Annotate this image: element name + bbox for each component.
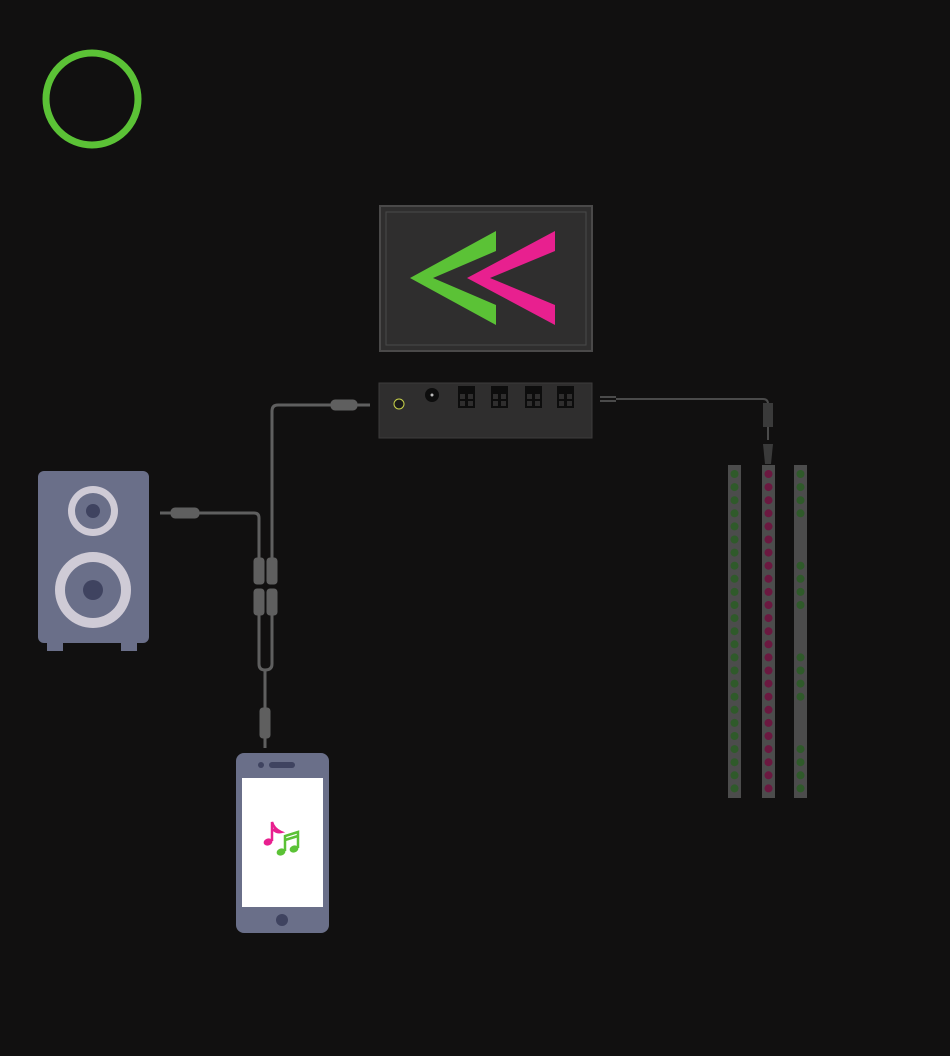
right-strip-led xyxy=(797,758,805,766)
left-strip-led xyxy=(731,640,739,648)
right-strip-led xyxy=(797,601,805,609)
right-strip-led xyxy=(797,771,805,779)
controller-box xyxy=(379,383,592,438)
left-strip-led xyxy=(731,536,739,544)
middle-strip-led xyxy=(765,653,773,661)
middle-strip-led xyxy=(765,784,773,792)
led-strips xyxy=(728,465,807,798)
led-port-2[interactable] xyxy=(491,386,508,408)
middle-strip-led xyxy=(765,680,773,688)
left-strip-led xyxy=(731,784,739,792)
middle-strip-led xyxy=(765,601,773,609)
left-strip-led xyxy=(731,588,739,596)
left-strip-led xyxy=(731,522,739,530)
middle-strip-led xyxy=(765,549,773,557)
middle-strip-led xyxy=(765,522,773,530)
left-strip-led xyxy=(731,706,739,714)
middle-strip-led xyxy=(765,667,773,675)
left-strip-led xyxy=(731,575,739,583)
middle-strip-led xyxy=(765,706,773,714)
middle-strip-led xyxy=(765,614,773,622)
middle-strip-led xyxy=(765,496,773,504)
phone-screen xyxy=(242,778,323,907)
right-strip-led xyxy=(797,575,805,583)
middle-strip-led xyxy=(765,575,773,583)
right-strip-led xyxy=(797,470,805,478)
left-strip-led xyxy=(731,693,739,701)
middle-strip-led xyxy=(765,771,773,779)
led-cable xyxy=(600,397,773,464)
speaker-icon xyxy=(38,471,149,651)
right-strip-led xyxy=(797,784,805,792)
left-strip-led xyxy=(731,653,739,661)
left-strip-led xyxy=(731,667,739,675)
middle-strip-led xyxy=(765,732,773,740)
middle-strip-led xyxy=(765,719,773,727)
left-strip-led xyxy=(731,627,739,635)
middle-strip-led xyxy=(765,758,773,766)
audio-splitter xyxy=(254,558,277,748)
middle-strip-led xyxy=(765,588,773,596)
audio-cable-speaker xyxy=(160,509,259,560)
status-ring-icon xyxy=(46,53,138,145)
middle-strip-led xyxy=(765,470,773,478)
middle-strip-led xyxy=(765,640,773,648)
led-port-4[interactable] xyxy=(557,386,574,408)
middle-strip-led xyxy=(765,509,773,517)
left-strip-led xyxy=(731,496,739,504)
left-strip-led xyxy=(731,549,739,557)
right-strip-led xyxy=(797,680,805,688)
left-strip-led xyxy=(731,771,739,779)
right-strip-led xyxy=(797,653,805,661)
left-strip-led xyxy=(731,483,739,491)
power-port-pin xyxy=(431,394,434,397)
middle-strip-led xyxy=(765,693,773,701)
left-strip-led xyxy=(731,601,739,609)
middle-strip-led xyxy=(765,562,773,570)
left-strip-led xyxy=(731,732,739,740)
led-port-3[interactable] xyxy=(525,386,542,408)
right-strip-led xyxy=(797,509,805,517)
left-strip-led xyxy=(731,745,739,753)
left-strip-led xyxy=(731,758,739,766)
home-button xyxy=(276,914,288,926)
left-strip-led xyxy=(731,509,739,517)
audio-in-port[interactable] xyxy=(394,399,404,409)
audio-cable-controller xyxy=(272,401,370,560)
left-strip-led xyxy=(731,470,739,478)
right-strip-led xyxy=(797,483,805,491)
display-monitor xyxy=(380,206,592,351)
right-strip-led xyxy=(797,562,805,570)
left-strip-led xyxy=(731,719,739,727)
right-strip-led xyxy=(797,588,805,596)
middle-strip-led xyxy=(765,627,773,635)
right-strip-led xyxy=(797,667,805,675)
left-strip-led xyxy=(731,680,739,688)
phone-icon xyxy=(236,753,329,933)
left-strip-led xyxy=(731,562,739,570)
led-port-1[interactable] xyxy=(458,386,475,408)
middle-strip-led xyxy=(765,536,773,544)
middle-strip-led xyxy=(765,483,773,491)
right-strip-led xyxy=(797,693,805,701)
left-strip-led xyxy=(731,614,739,622)
right-strip-led xyxy=(797,745,805,753)
middle-strip-led xyxy=(765,745,773,753)
right-strip-led xyxy=(797,496,805,504)
